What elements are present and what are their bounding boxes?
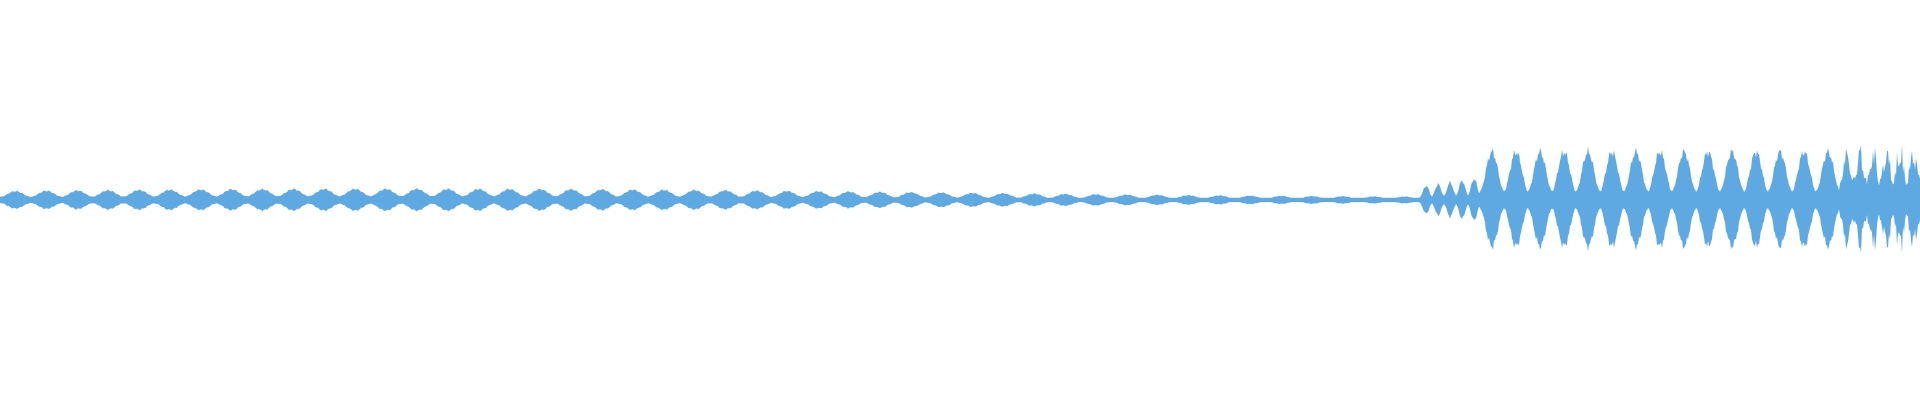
waveform-shape <box>0 144 1920 254</box>
